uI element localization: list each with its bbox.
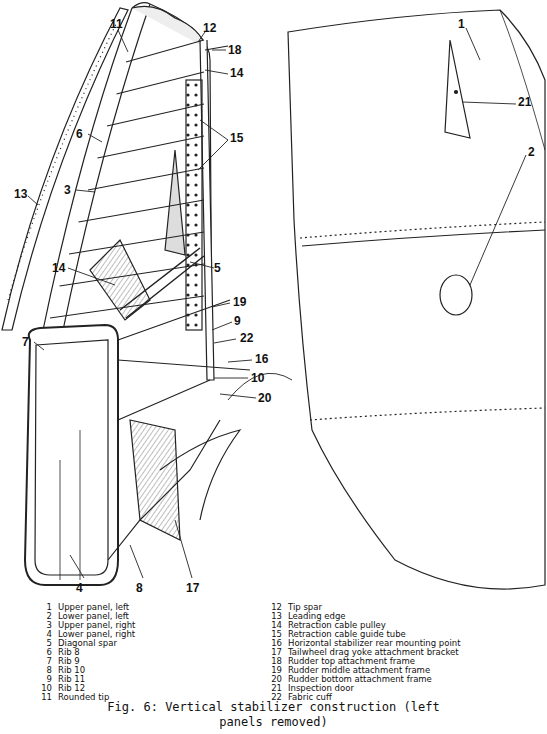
rib-line	[69, 232, 204, 254]
callout-number: 1	[458, 18, 465, 30]
legend-part-name: Rib 10	[58, 666, 85, 675]
legend-number: 11	[36, 693, 52, 702]
legend-part-name: Inspection door	[288, 684, 354, 693]
rib-line	[117, 72, 205, 94]
rib-line	[50, 296, 204, 318]
legend-part-name: Retraction cable pulley	[288, 621, 386, 630]
callout-number: 2	[528, 146, 535, 158]
legend-part-name: Diagonal spar	[58, 639, 117, 648]
callout-number: 6	[76, 128, 83, 140]
legend-number: 3	[36, 621, 52, 630]
legend-number: 21	[266, 684, 282, 693]
callout-number: 16	[255, 353, 268, 365]
callout-number: 15	[230, 132, 243, 144]
leader-lines	[28, 28, 526, 578]
legend-part-name: Retraction cable guide tube	[288, 630, 406, 639]
callout-number: 5	[214, 262, 221, 274]
callout-number: 8	[136, 582, 143, 594]
callout-number: 19	[233, 296, 246, 308]
legend-number: 8	[36, 666, 52, 675]
rib-line	[79, 200, 205, 222]
legend-part-name: Rudder bottom attachment frame	[288, 675, 432, 684]
legend-number: 19	[266, 666, 282, 675]
fin-structure	[42, 3, 228, 380]
callout-number: 21	[518, 96, 531, 108]
legend-part-name: Rib 8	[58, 648, 80, 657]
legend-number: 20	[266, 675, 282, 684]
legend-number: 14	[266, 621, 282, 630]
legend-number: 15	[266, 630, 282, 639]
legend-part-name: Rib 12	[58, 684, 85, 693]
callout-number: 22	[240, 332, 253, 344]
callout-number: 14	[52, 262, 65, 274]
legend-number: 4	[36, 630, 52, 639]
callout-number: 20	[258, 392, 271, 404]
callout-number: 14	[230, 67, 243, 79]
legend-number: 13	[266, 612, 282, 621]
callout-number: 11	[110, 18, 123, 30]
rib-line	[126, 40, 204, 62]
rib-line	[60, 264, 205, 286]
rib-line	[98, 136, 205, 158]
legend-part-name: Rib 11	[58, 675, 85, 684]
legend-number: 12	[266, 603, 282, 612]
legend-number: 16	[266, 639, 282, 648]
callout-number: 12	[203, 22, 216, 34]
legend-number: 1	[36, 603, 52, 612]
rib-line	[88, 168, 204, 190]
legend-part-name: Upper panel, left	[58, 603, 129, 612]
legend-part-name: Rounded tip	[58, 693, 109, 702]
legend-part-name: Horizontal stabilizer rear mounting poin…	[288, 639, 461, 648]
legend-part-name: Rudder middle attachment frame	[288, 666, 430, 675]
legend-number: 10	[36, 684, 52, 693]
legend-part-name: Upper panel, right	[58, 621, 135, 630]
legend-number: 18	[266, 657, 282, 666]
callout-number: 13	[14, 188, 27, 200]
callout-number: 17	[186, 582, 199, 594]
callout-number: 4	[76, 582, 83, 594]
legend-part-name: Rib 9	[58, 657, 80, 666]
legend-part-name: Leading edge	[288, 612, 346, 621]
callout-number: 7	[22, 336, 29, 348]
fuselage-frame	[25, 300, 292, 585]
legend-number: 7	[36, 657, 52, 666]
legend-number: 2	[36, 612, 52, 621]
legend-part-name: Rudder top attachment frame	[288, 657, 415, 666]
callout-number: 18	[228, 44, 241, 56]
legend-number: 17	[266, 648, 282, 657]
legend-number: 5	[36, 639, 52, 648]
legend-part-name: Lower panel, left	[58, 612, 129, 621]
legend-part-name: Tip spar	[288, 603, 322, 612]
legend-part-name: Lower panel, right	[58, 630, 135, 639]
rib-line	[107, 104, 204, 126]
right-panels	[288, 10, 545, 589]
callout-number: 3	[64, 184, 71, 196]
callout-number: 10	[251, 372, 264, 384]
legend-number: 9	[36, 675, 52, 684]
legend-part-name: Tailwheel drag yoke attachment bracket	[288, 648, 459, 657]
callout-number: 9	[234, 315, 241, 327]
figure-caption: Fig. 6: Vertical stabilizer construction…	[0, 700, 547, 730]
legend-number: 6	[36, 648, 52, 657]
rib-lines	[50, 40, 204, 318]
